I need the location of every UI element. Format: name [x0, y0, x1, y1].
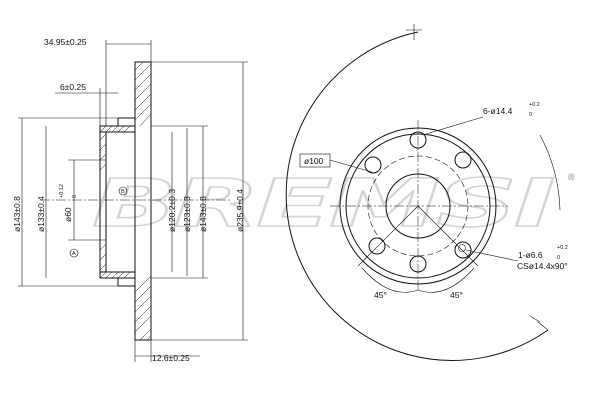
angle-line-left [357, 205, 419, 267]
angle-arc-left [361, 267, 419, 293]
datum-a-label: A [72, 251, 76, 257]
holes-callout-label: 6-ø14.4 [483, 106, 513, 116]
dim-outer-left-label: ø143±0.8 [12, 196, 22, 232]
rotor-outer-edge [285, 31, 549, 361]
dim-ring123-label: ø123±0.3 [182, 196, 192, 232]
rotor-edge-ticks [406, 24, 561, 211]
hat-thickness-label: 6±0.25 [60, 82, 86, 92]
datum-a-marker [69, 248, 79, 258]
dim-hub120-label: ø120.2±0.3 [167, 189, 177, 232]
hat-taper [117, 117, 135, 287]
datum-b-label: B [121, 189, 125, 195]
watermark-logo: BREMSI [92, 165, 554, 242]
bolt-hole-6 [364, 156, 382, 174]
holes-tol-upper: +0.2 [529, 102, 540, 108]
rotor-hatching [99, 61, 152, 341]
locator-tol-upper: +0.2 [557, 245, 568, 251]
bolt-hole-3 [454, 241, 472, 259]
angle-arc-right [417, 267, 475, 293]
locator-tol-lower: 0 [557, 255, 560, 261]
bolt-hole-2 [454, 151, 472, 169]
locator-hole [458, 244, 466, 252]
rotor-break-mark [529, 315, 549, 331]
side-section-view: 34.95±0.25 6±0.25 12.6±0.25 ø143±0.8 ø13… [12, 37, 248, 363]
holes-tol-lower: 0 [529, 112, 532, 118]
pcd-label-box [299, 153, 331, 168]
pcd-label: ø100 [304, 156, 324, 166]
dim-bore-tol-upper: +0.12 [59, 184, 65, 198]
dim-hat143-label: ø143±0.8 [198, 196, 208, 232]
countersink-label: CSø14.4x90° [517, 261, 568, 271]
disc-thickness-label: 12.6±0.25 [152, 353, 190, 363]
angle-line-right [417, 205, 479, 267]
dim-bore-tol-lower: 0 [72, 195, 78, 198]
depth-label: 34.95±0.25 [44, 37, 87, 47]
dim-outer-label: ø235.9±0.4 [235, 189, 245, 232]
locator-leader [465, 249, 519, 262]
dim-inner133-label: ø133±0.4 [36, 196, 46, 232]
front-view: 45° 45° ø100 6-ø14.4 +0.2 0 1-ø6.6 +0.2 … [285, 24, 568, 361]
datum-b-marker [118, 186, 128, 196]
dim-bore-label: ø60 [63, 207, 73, 222]
angle-right-label: 45° [450, 290, 463, 300]
holes-leader [425, 116, 484, 135]
angle-left-label: 45° [374, 290, 387, 300]
pcd-leader [329, 159, 373, 173]
locator-callout-label: 1-ø6.6 [518, 250, 543, 260]
watermark-registered-mark: ® [568, 172, 575, 182]
bolt-hole-5 [368, 237, 386, 255]
